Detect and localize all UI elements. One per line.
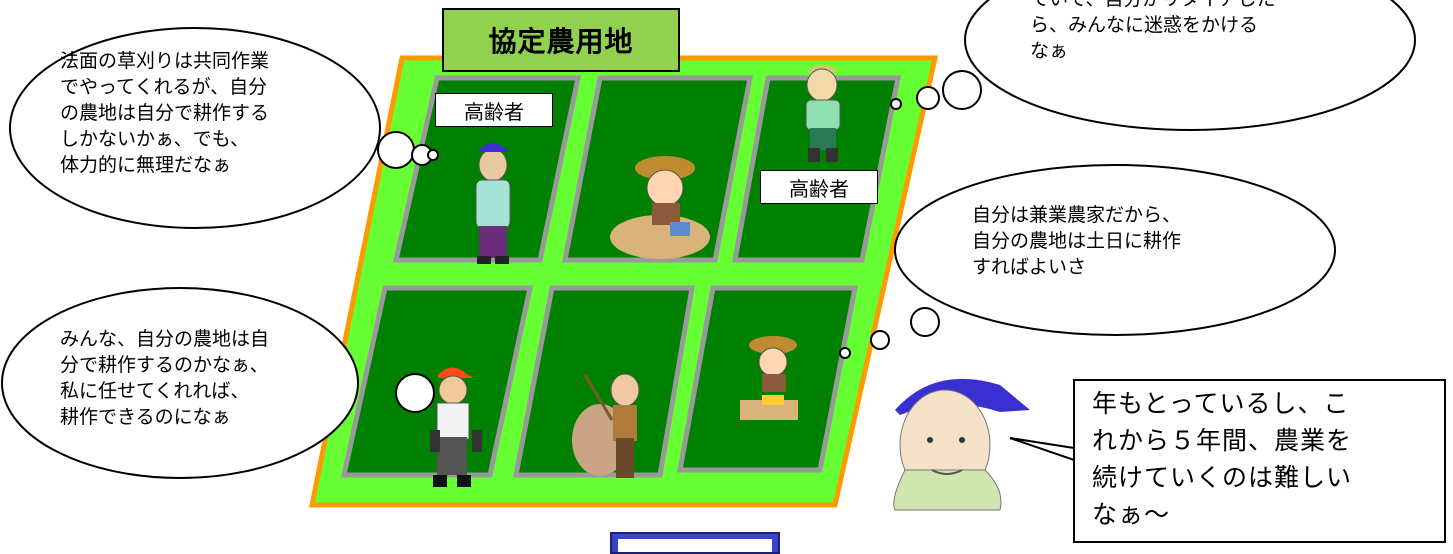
plot-bottom-middle [512,285,695,478]
thought-text-top-right: ていて、自分がリタイアした ら、みんなに迷惑をかける なぁ [1030,0,1275,62]
label-elder-right: 高齢者 [760,170,878,204]
speech-bubble [1009,379,1446,543]
title-farmland: 協定農用地 [442,8,680,72]
thought-text-bottom-left: みんな、自分の農地は自 分で耕作するのかなぁ、 私に任せてくれれば、 耕作できる… [60,328,270,428]
bottom-frame [610,532,780,554]
plot-top-right [732,75,902,263]
thought-text-mid-right: 自分は兼業農家だから、 自分の農地は土日に耕作 すればよいさ [972,204,1182,278]
old-farmer-portrait [893,378,1030,511]
farmer-planting-figure [610,156,710,259]
thought-cloud-top-right [890,0,1416,131]
thought-cloud-top-left [9,27,439,229]
young-farmer-figure [430,367,482,487]
thought-cloud-mid-right [839,164,1336,359]
elderly-farmer-figure-2 [805,65,841,162]
elderly-farmer-figure-1 [475,143,512,264]
label-elder-left: 高齢者 [435,93,553,127]
thought-text-top-left: 法面の草刈りは共同作業 でやってくれるが、自分 の農地は自分で耕作する しかない… [60,50,270,176]
farmer-rice-planting-figure [740,336,798,420]
plot-bottom-left [340,285,534,478]
speech-text-old-farmer: 年もとっているし、こ れから５年間、農業を 続けていくのは難しい なぁ～ [1092,389,1353,529]
farmer-carrying-figure [572,373,640,478]
thought-cloud-bottom-left [1,287,435,479]
